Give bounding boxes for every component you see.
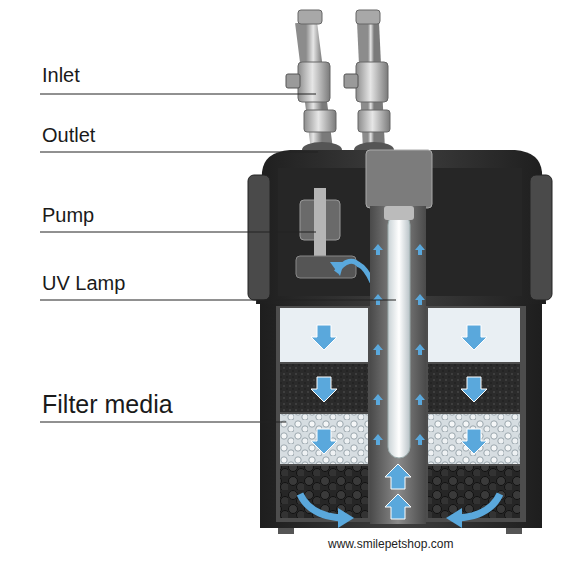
part-name: Inlet bbox=[42, 64, 80, 87]
part-name: Outlet bbox=[42, 124, 95, 147]
part-name: UV Lamp bbox=[42, 272, 125, 295]
watermark: www.smilepetshop.com bbox=[326, 538, 455, 552]
leader-line bbox=[40, 422, 286, 423]
part-name: Pump bbox=[42, 204, 94, 227]
leader-line bbox=[40, 152, 318, 153]
leader-line bbox=[40, 300, 396, 301]
leader-line bbox=[40, 94, 316, 95]
part-name: Filter media bbox=[42, 390, 173, 419]
leader-line bbox=[40, 232, 316, 233]
